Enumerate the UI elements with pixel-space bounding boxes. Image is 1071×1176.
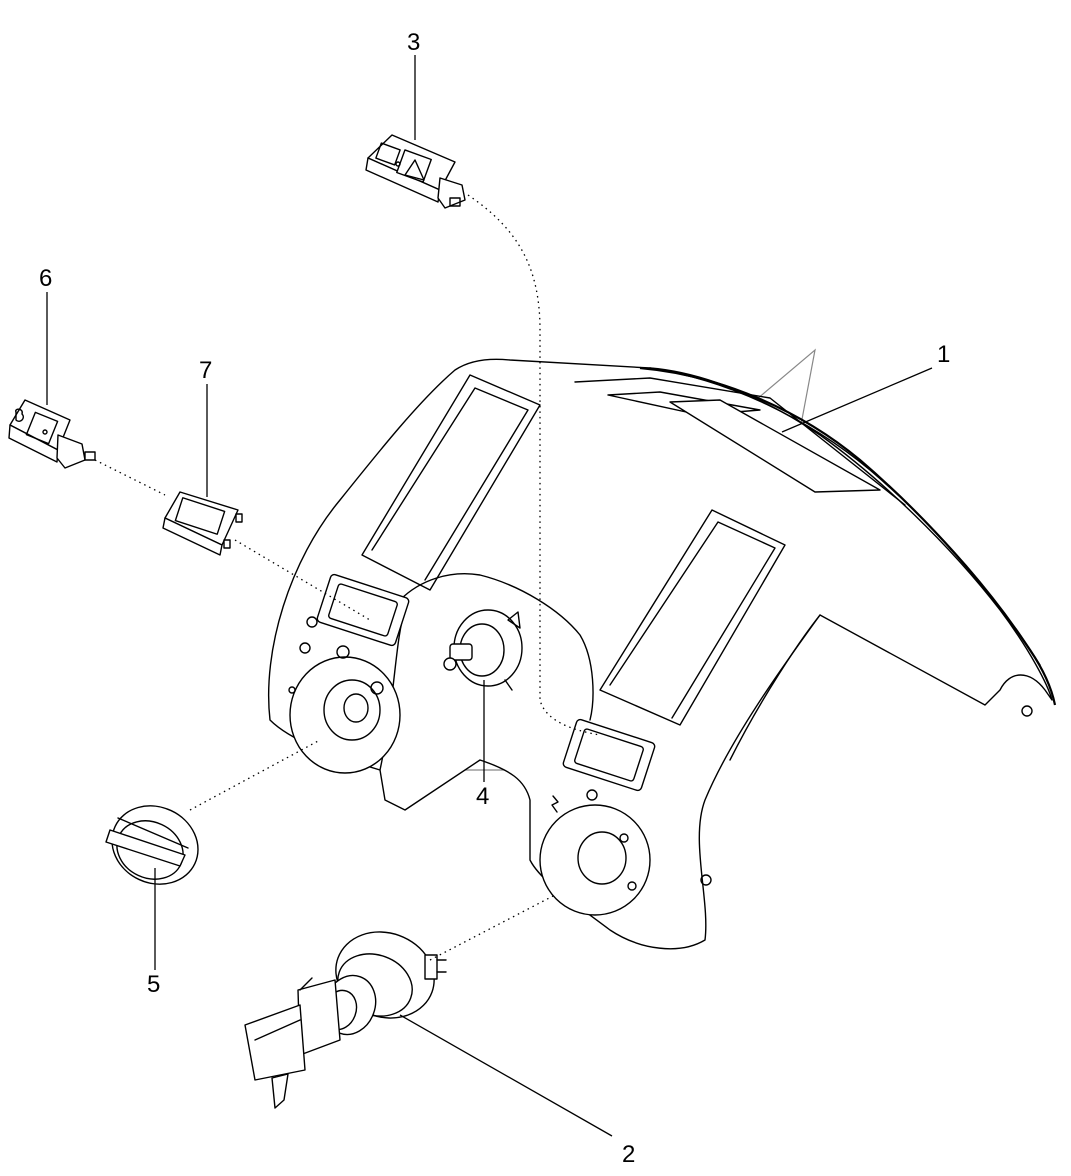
callout-5: 5 bbox=[147, 971, 160, 998]
callout-3: 3 bbox=[407, 29, 420, 56]
callout-6: 6 bbox=[39, 265, 52, 292]
callout-7: 7 bbox=[199, 357, 212, 384]
rotary-switch bbox=[443, 609, 523, 691]
dashboard-panel-housing bbox=[267, 358, 1057, 950]
callout-2: 2 bbox=[622, 1141, 635, 1168]
single-rocker-switch bbox=[8, 399, 96, 469]
double-rocker-switch bbox=[365, 134, 466, 209]
callout-4: 4 bbox=[476, 783, 489, 810]
assembly-paths bbox=[94, 194, 601, 961]
blank-cover-plug bbox=[162, 491, 243, 556]
leader-lines bbox=[46, 55, 933, 1137]
callouts: 1 2 3 4 5 6 7 bbox=[39, 29, 950, 1168]
rotary-knob-cap bbox=[105, 805, 199, 885]
ignition-switch-with-key bbox=[244, 931, 447, 1109]
callout-1: 1 bbox=[937, 341, 950, 368]
